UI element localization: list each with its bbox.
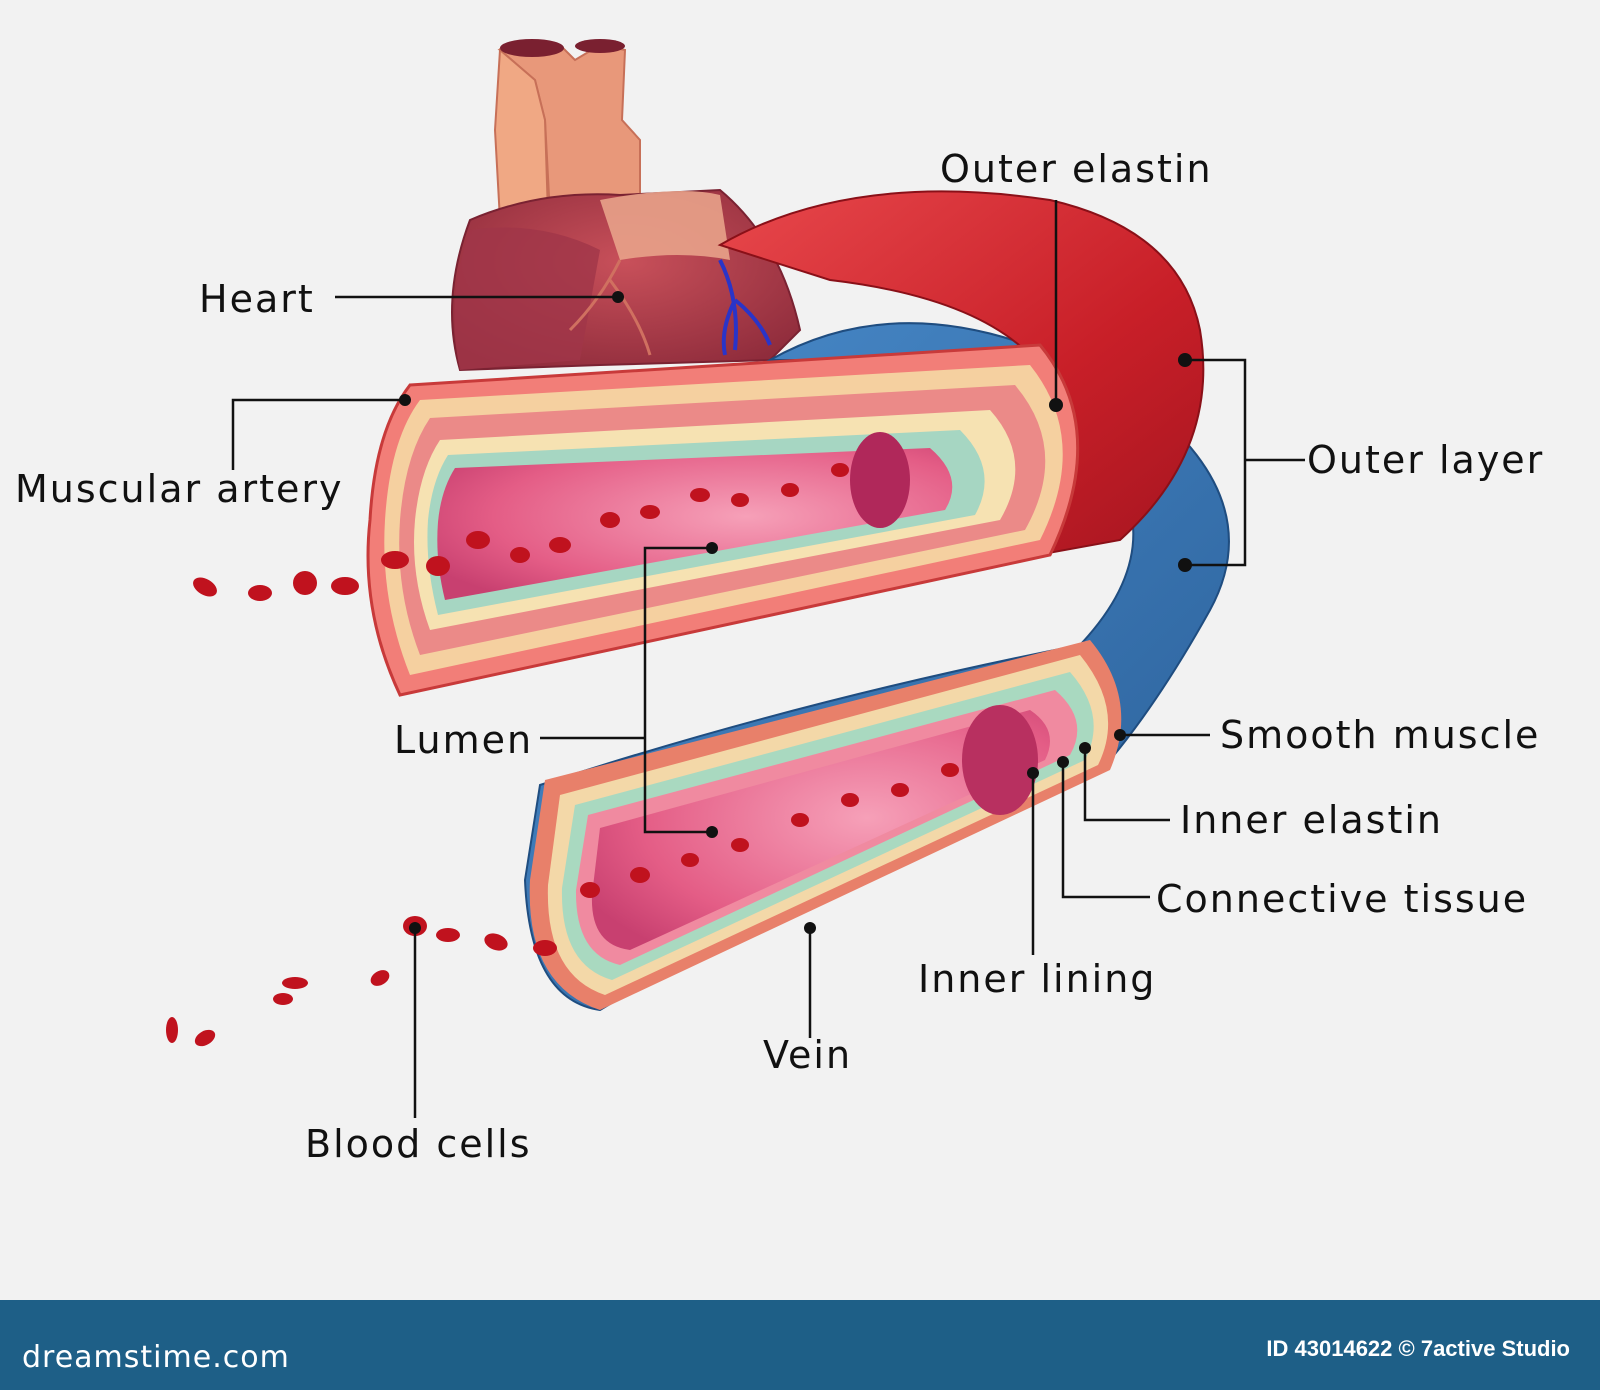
footer-bar: dreamstime.com ID 43014622 © 7active Stu…	[0, 1300, 1600, 1390]
artery-illustration	[366, 190, 1205, 697]
footer-image-id: ID 43014622 © 7active Studio	[1266, 1336, 1570, 1361]
blood-cells-illustration	[166, 463, 959, 1047]
blood-vessel-diagram	[166, 39, 1305, 1118]
leader-lines	[231, 200, 1305, 1118]
label-lumen: Lumen	[394, 718, 534, 762]
label-outer-layer: Outer layer	[1307, 438, 1545, 482]
heart-illustration	[451, 39, 802, 372]
label-heart: Heart	[199, 277, 315, 321]
label-outer-elastin: Outer elastin	[940, 147, 1213, 191]
footer-brand[interactable]: dreamstime.com	[22, 1340, 290, 1375]
label-inner-lining: Inner lining	[918, 957, 1157, 1001]
vein-illustration	[523, 322, 1230, 1012]
label-inner-elastin: Inner elastin	[1180, 798, 1444, 842]
leader-dots	[399, 291, 1192, 934]
label-vein: Vein	[763, 1033, 853, 1077]
label-blood-cells: Blood cells	[305, 1122, 532, 1166]
label-connective-tissue: Connective tissue	[1156, 877, 1529, 921]
label-muscular-artery: Muscular artery	[15, 467, 344, 511]
label-smooth-muscle: Smooth muscle	[1220, 713, 1541, 757]
